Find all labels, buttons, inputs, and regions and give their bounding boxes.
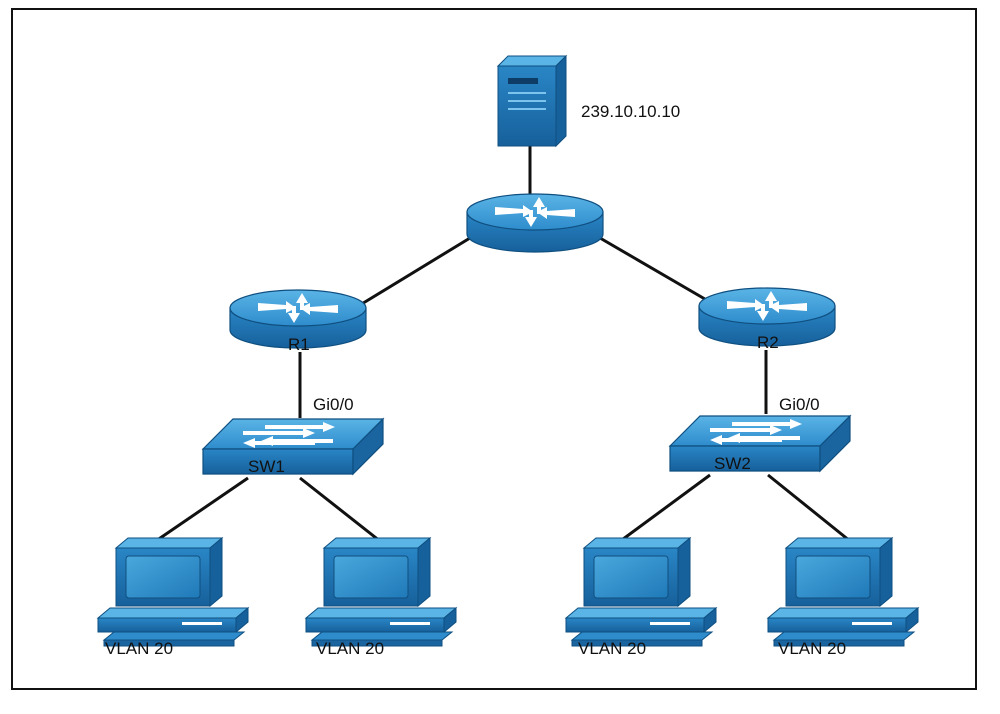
pc-icon <box>565 537 717 647</box>
interface-label-r2: Gi0/0 <box>779 395 820 414</box>
links <box>149 140 856 547</box>
pc-4-label: VLAN 20 <box>778 639 846 658</box>
pc-icon <box>305 537 457 647</box>
server-icon <box>497 55 567 147</box>
link-sw2-pc4 <box>767 473 856 547</box>
switch-icon <box>669 415 851 472</box>
pc-3[interactable]: VLAN 20 <box>565 537 717 658</box>
router-r1-label: R1 <box>288 335 310 354</box>
link-sw2-pc3 <box>614 473 711 547</box>
link-sw1-pc2 <box>299 476 386 547</box>
pc-1[interactable]: VLAN 20 <box>97 537 249 658</box>
router-icon <box>466 193 604 253</box>
pc-icon <box>97 537 249 647</box>
pc-1-label: VLAN 20 <box>105 639 173 658</box>
pc-2-label: VLAN 20 <box>316 639 384 658</box>
pc-3-label: VLAN 20 <box>578 639 646 658</box>
link-sw1-pc1 <box>149 476 249 547</box>
server[interactable]: 239.10.10.10 <box>497 55 680 147</box>
router-r2[interactable]: R2 <box>698 287 836 352</box>
pc-icon <box>767 537 919 647</box>
interface-label-r1: Gi0/0 <box>313 395 354 414</box>
pc-2[interactable]: VLAN 20 <box>305 537 457 658</box>
switch-sw1-label: SW1 <box>248 457 285 476</box>
server-ip-label: 239.10.10.10 <box>581 102 680 121</box>
core-router[interactable] <box>466 193 604 253</box>
switch-sw2[interactable]: SW2 <box>669 415 851 473</box>
router-r2-label: R2 <box>757 333 779 352</box>
switch-sw2-label: SW2 <box>714 454 751 473</box>
pc-4[interactable]: VLAN 20 <box>767 537 919 658</box>
link-core-r2 <box>599 236 711 304</box>
link-core-r1 <box>359 236 471 307</box>
switch-icon <box>202 418 384 475</box>
router-r1[interactable]: R1 <box>229 289 367 354</box>
switch-sw1[interactable]: SW1 <box>202 418 384 476</box>
